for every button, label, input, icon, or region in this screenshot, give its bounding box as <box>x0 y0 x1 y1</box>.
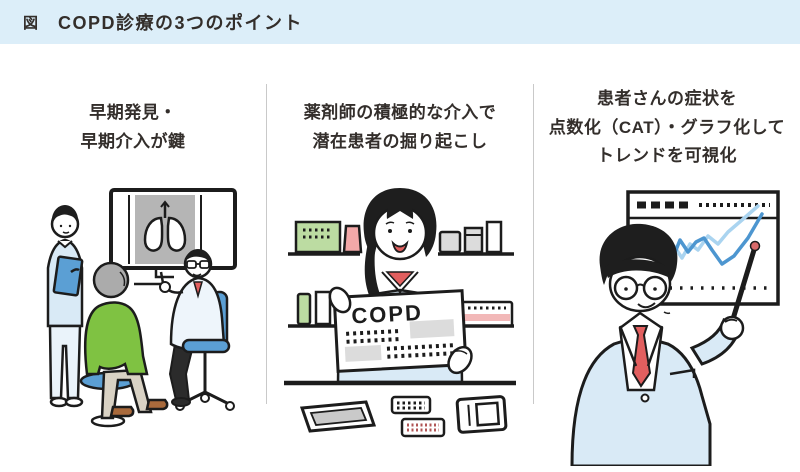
panel-3-caption-line-2: 点数化（CAT）・グラフ化して <box>548 117 786 137</box>
pharmacy-shelves <box>288 220 514 328</box>
pharmacist-hands <box>328 286 473 375</box>
copd-board: COPD <box>332 289 468 373</box>
panel-divider <box>533 84 534 404</box>
panel-1-caption-line-2: 早期介入が鍵 <box>80 132 186 151</box>
exam-room-illustration <box>46 188 237 428</box>
doctor-figure <box>159 249 235 411</box>
xray-monitor-icon <box>109 188 237 286</box>
counter-items <box>284 380 516 438</box>
panel-divider <box>266 84 267 404</box>
panel-early-detection: 早期発見・ 早期介入が鍵 <box>0 84 266 472</box>
nurse-figure <box>46 205 84 408</box>
figure-label: 図 <box>23 14 39 32</box>
panel-3-caption-line-3: トレンドを可視化 <box>596 146 737 166</box>
panel-3-illustration <box>542 172 792 472</box>
panel-3-caption-line-1: 患者さんの症状を <box>596 89 737 109</box>
figure-title: COPD診療の3つのポイント <box>58 13 304 33</box>
panel-2-caption-line-2: 潜在患者の掘り起こし <box>312 132 488 151</box>
panel-1-caption: 早期発見・ 早期介入が鍵 <box>81 84 186 172</box>
panel-2-illustration: COPD <box>280 172 520 472</box>
panel-trend-visualization: 患者さんの症状を 点数化（CAT）・グラフ化して トレンドを可視化 <box>534 84 800 472</box>
panel-pharmacist-intervention: 薬剤師の積極的な介入で 潜在患者の掘り起こし <box>267 84 533 472</box>
figure-header: 図 COPD診療の3つのポイント <box>0 0 800 44</box>
lungs-icon <box>143 200 187 252</box>
patient-figure <box>79 261 169 428</box>
panel-3-caption: 患者さんの症状を 点数化（CAT）・グラフ化して トレンドを可視化 <box>549 84 785 172</box>
chart-presentation-illustration <box>570 190 780 466</box>
presenting-doctor-figure <box>570 223 745 466</box>
panel-1-caption-line-1: 早期発見・ <box>89 103 177 123</box>
pharmacy-illustration: COPD <box>284 188 516 438</box>
panels-container: 早期発見・ 早期介入が鍵 <box>0 44 800 472</box>
panel-2-caption: 薬剤師の積極的な介入で 潜在患者の掘り起こし <box>304 84 497 172</box>
panel-2-caption-line-1: 薬剤師の積極的な介入で <box>303 103 497 123</box>
panel-1-illustration <box>8 172 258 472</box>
